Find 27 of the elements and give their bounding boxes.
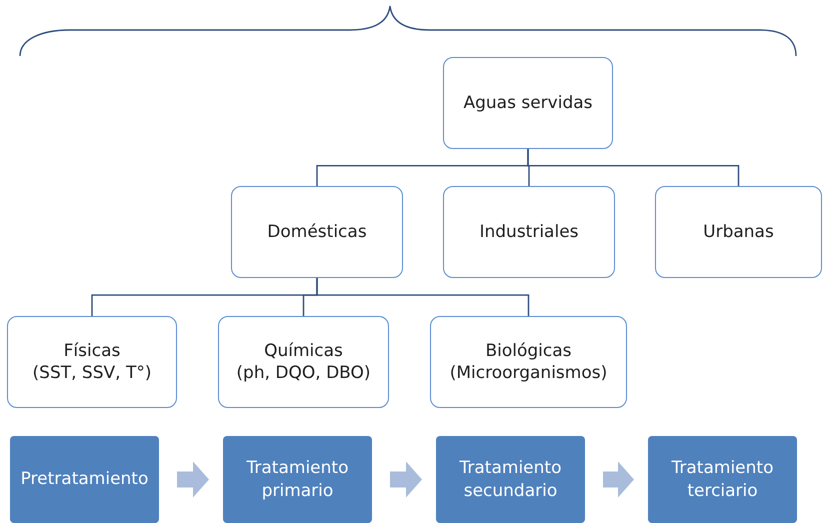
category-box xyxy=(655,186,822,278)
connector-line xyxy=(527,149,740,186)
process-step-box xyxy=(10,436,159,523)
category-box xyxy=(430,316,627,408)
box-label: Aguas servidas xyxy=(463,92,593,114)
box-label: Pretratamiento xyxy=(20,468,148,491)
process-step-box xyxy=(436,436,585,523)
process-step-box xyxy=(223,436,372,523)
box-label: Domésticas xyxy=(267,220,367,244)
box-label: Tratamiento secundario xyxy=(458,457,562,502)
category-box xyxy=(231,186,403,278)
category-box xyxy=(218,316,389,408)
connector-line xyxy=(316,278,530,316)
box-label: Físicas xyxy=(64,340,120,362)
box-label: (Microorganismos) xyxy=(450,362,608,384)
box-label: Urbanas xyxy=(703,220,774,244)
box-label: (SST, SSV, T°) xyxy=(32,362,152,384)
category-box xyxy=(7,316,177,408)
box-label: Químicas xyxy=(264,340,343,362)
box-label: Biológicas xyxy=(485,340,572,362)
box-label: Tratamiento primario xyxy=(246,457,350,502)
box-label: Tratamiento terciario xyxy=(670,457,774,502)
box-label: Industriales xyxy=(479,220,579,244)
process-step-box xyxy=(648,436,797,523)
category-box xyxy=(443,57,613,149)
box-label: (ph, DQO, DBO) xyxy=(236,362,371,384)
category-box xyxy=(443,186,615,278)
